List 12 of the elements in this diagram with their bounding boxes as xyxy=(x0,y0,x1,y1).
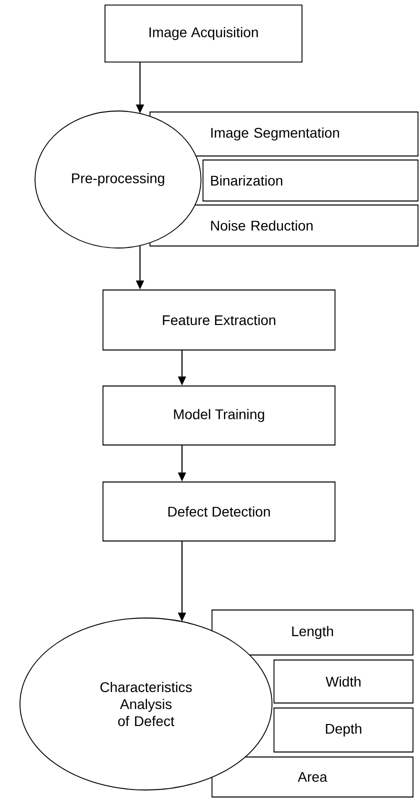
step-box: Binarization xyxy=(202,160,418,202)
process-box: Depth xyxy=(274,708,414,752)
step-box: Noise Reduction xyxy=(150,204,418,246)
node-label: Characteristics Analysis of Defect xyxy=(100,682,192,726)
process-box: Area xyxy=(212,756,414,798)
step-box: Image Segmentation xyxy=(150,112,418,156)
process-box: Length xyxy=(212,610,414,656)
process-box: Width xyxy=(274,660,414,704)
process-box: Model Training xyxy=(102,386,336,446)
process-box: Defect Detection xyxy=(102,482,336,542)
process-box: Feature Extraction xyxy=(102,290,336,350)
process-box: Image Acquisition xyxy=(104,4,302,62)
